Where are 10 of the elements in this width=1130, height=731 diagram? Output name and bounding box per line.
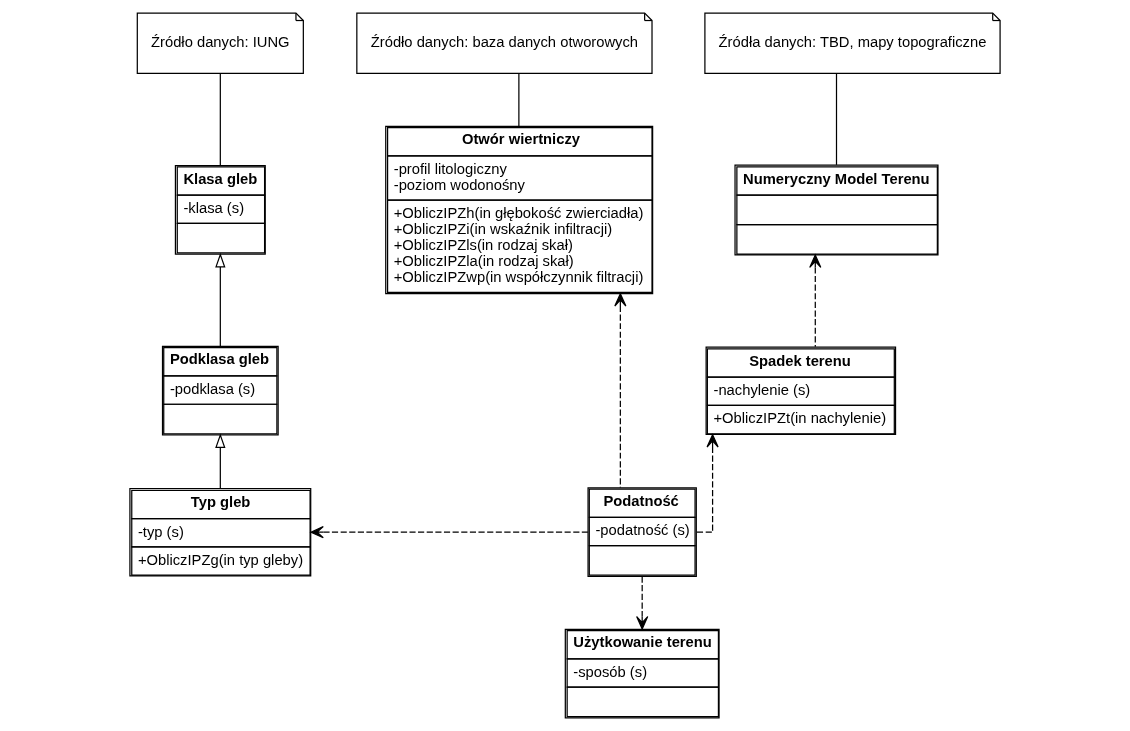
- arrow: [310, 526, 589, 539]
- arrow: [215, 433, 226, 490]
- arrow: [215, 252, 226, 347]
- arrow: [809, 254, 822, 348]
- connector: [219, 72, 221, 167]
- arrow: [696, 434, 719, 533]
- arrow: [636, 575, 649, 630]
- connector: [518, 72, 520, 127]
- connector: [835, 72, 838, 166]
- arrow: [614, 293, 627, 489]
